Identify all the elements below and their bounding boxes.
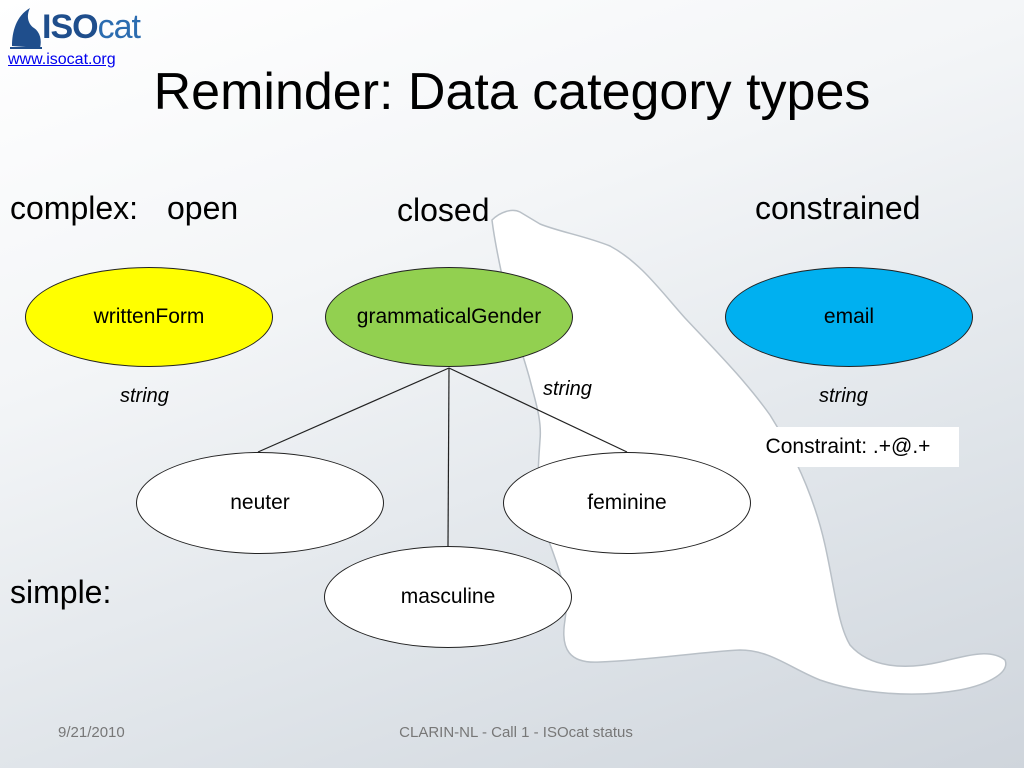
type-constrained-string: string [819, 385, 868, 407]
edge-gender-neuter [257, 367, 450, 453]
node-writtenform: writtenForm [25, 267, 273, 367]
type-closed-string: string [543, 378, 592, 400]
logo-iso: ISO [42, 8, 99, 46]
logo-wordmark: ISOcat [42, 8, 141, 47]
edge-gender-feminine [448, 367, 628, 453]
label-complex: complex: [10, 190, 139, 226]
node-feminine: feminine [503, 452, 751, 554]
logo-cat: cat [97, 8, 141, 46]
label-constrained: constrained [755, 190, 921, 226]
label-closed: closed [397, 192, 490, 228]
edge-gender-masculine [447, 367, 450, 547]
node-email: email [725, 267, 973, 367]
label-open: open [167, 190, 239, 226]
node-neuter: neuter [136, 452, 384, 554]
footer-title: CLARIN-NL - Call 1 - ISOcat status [399, 724, 633, 741]
type-open-string: string [120, 385, 169, 407]
label-simple: simple: [10, 574, 112, 610]
website-link[interactable]: www.isocat.org [8, 51, 116, 68]
footer-date: 9/21/2010 [58, 724, 125, 741]
node-grammaticalgender: grammaticalGender [325, 267, 573, 367]
page-title: Reminder: Data category types [153, 63, 871, 121]
isocat-logo: ISOcat [6, 2, 146, 54]
node-masculine: masculine [324, 546, 572, 648]
constraint-box: Constraint: .+@.+ [737, 427, 959, 467]
cat-logo-icon [10, 8, 42, 49]
